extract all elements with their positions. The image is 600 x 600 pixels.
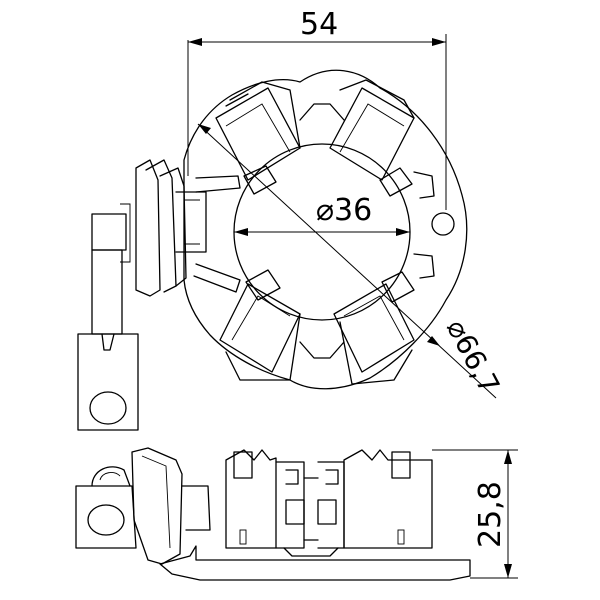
inner-diameter-label: ⌀36: [316, 193, 372, 228]
terminal-tab-upper: [413, 171, 435, 199]
brush-holder-bottom-right: [333, 271, 415, 385]
brush-holder-top-left: [215, 81, 301, 195]
side-holder-left: [225, 449, 305, 549]
terminal-tab-lower: [413, 253, 435, 279]
bottom-notch: [299, 341, 345, 359]
spring-arm-upper: [195, 175, 241, 193]
side-holder-right: [317, 449, 433, 549]
brush-holder-bottom-left: [219, 269, 301, 381]
side-terminal: [75, 466, 137, 549]
side-clip: [131, 447, 183, 565]
outer-diameter-dimension: ⌀66,7: [197, 123, 506, 399]
brush-holder-top-right: [329, 79, 415, 197]
lead-clip: [77, 159, 207, 431]
width-dimension: 54: [187, 7, 447, 210]
spring-arm-lower: [193, 263, 241, 293]
top-view: 54 ⌀36 ⌀66,7: [77, 7, 506, 431]
inner-diameter-dimension: ⌀36: [234, 193, 410, 236]
center-spring: [303, 477, 319, 541]
mounting-hole: [431, 212, 455, 236]
height-dimension-label: 25,8: [473, 481, 508, 548]
side-view: 25,8: [75, 447, 518, 581]
outer-diameter-label: ⌀66,7: [440, 314, 506, 399]
width-dimension-label: 54: [300, 7, 338, 42]
plate-outline: [183, 69, 468, 390]
base-plate: [159, 545, 471, 581]
top-notch: [299, 103, 345, 121]
height-dimension: 25,8: [432, 449, 518, 579]
